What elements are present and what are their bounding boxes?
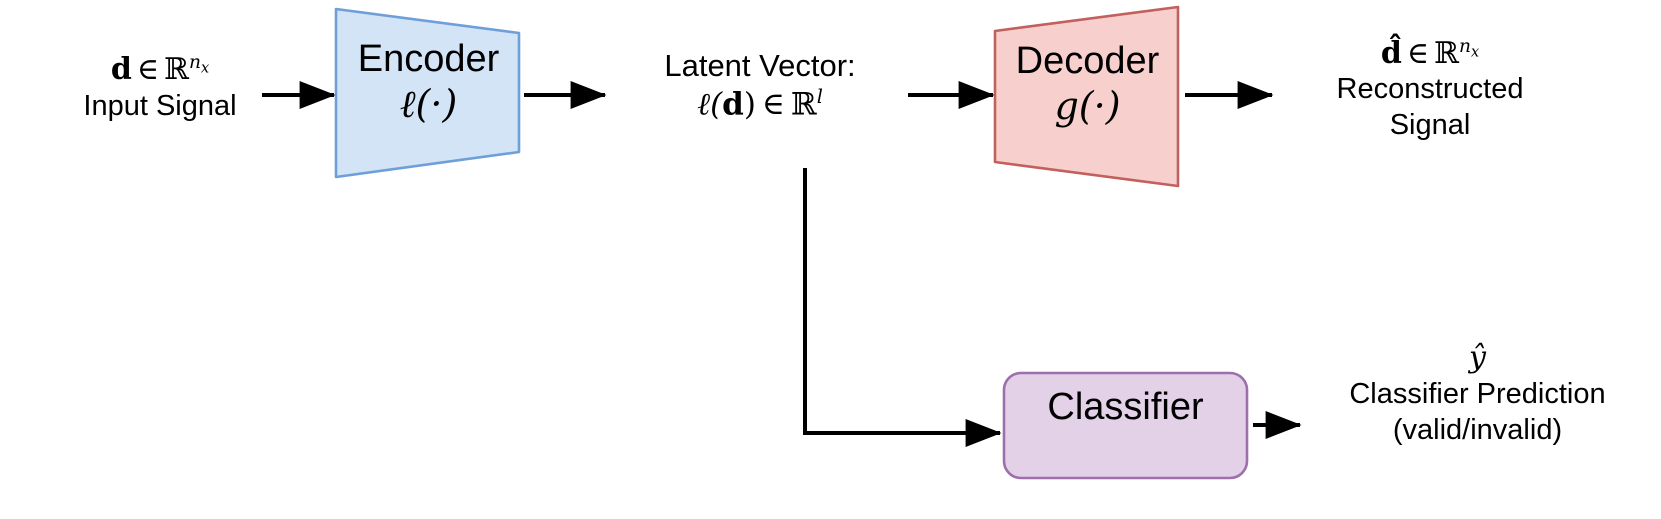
- reconstructed-math-sup: n: [1458, 36, 1471, 57]
- latent-caption: Latent Vector:: [664, 48, 856, 83]
- reconstructed-math-set: ℝ: [1434, 36, 1459, 71]
- prediction-math-var: y: [1469, 340, 1486, 375]
- latent-math-fn: ℓ(: [697, 85, 723, 122]
- prediction-caption-line2: (valid/invalid): [1392, 413, 1563, 446]
- input-math: d∈ℝnx: [60, 52, 260, 87]
- input-caption: Input Signal: [83, 90, 237, 123]
- reconstructed-math-var: d̂: [1380, 36, 1402, 71]
- reconstructed-caption-line2: Signal: [1389, 108, 1471, 141]
- prediction-caption-line1: Classifier Prediction: [1349, 378, 1606, 411]
- latent-math-fn-close: ): [743, 85, 756, 122]
- latent-math: ℓ(d)∈ℝl: [620, 84, 900, 123]
- reconstructed-label: d̂∈ℝnx Reconstructed Signal: [1285, 36, 1575, 142]
- reconstructed-math-sup-sub: x: [1470, 44, 1480, 61]
- reconstructed-math-in: ∈: [1406, 36, 1430, 71]
- input-label: d∈ℝnx Input Signal: [60, 52, 260, 124]
- prediction-math: ŷ: [1300, 340, 1655, 375]
- input-math-in: ∈: [136, 52, 160, 87]
- classifier-shape[interactable]: [1002, 371, 1249, 480]
- latent-math-in: ∈: [761, 85, 785, 122]
- prediction-label: ŷ Classifier Prediction (valid/invalid): [1300, 340, 1655, 447]
- latent-math-var: d: [722, 85, 744, 122]
- reconstructed-caption-line1: Reconstructed: [1336, 73, 1524, 106]
- latent-math-set: ℝ: [790, 85, 817, 122]
- input-math-var: d: [110, 52, 132, 87]
- decoder-shape[interactable]: [995, 7, 1178, 186]
- reconstructed-math: d̂∈ℝnx: [1285, 36, 1575, 71]
- encoder-shape[interactable]: [336, 9, 519, 177]
- latent-math-sup: l: [816, 84, 823, 108]
- arrow-latent-branch-to-classifier: [803, 168, 1002, 447]
- latent-label: Latent Vector: ℓ(d)∈ℝl: [620, 48, 900, 122]
- input-math-sup: n: [188, 52, 201, 73]
- input-math-sup-sub: x: [200, 60, 210, 77]
- input-math-set: ℝ: [164, 52, 189, 87]
